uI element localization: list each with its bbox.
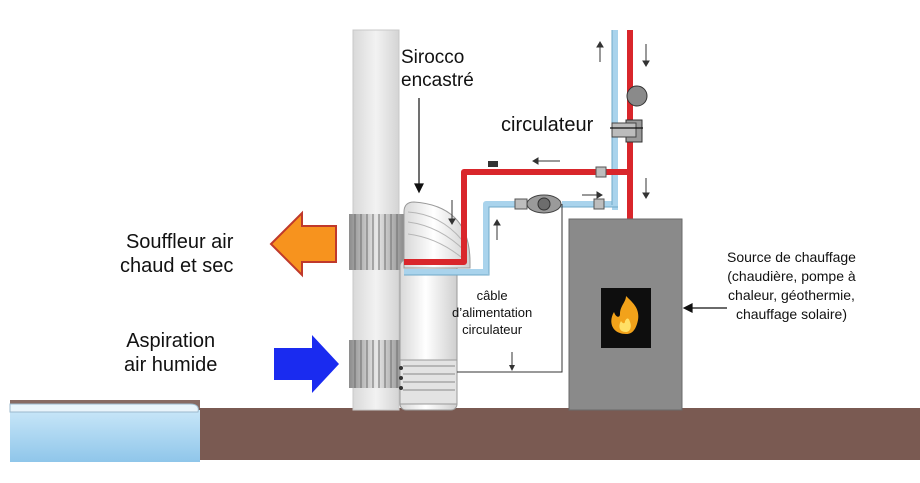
upper-grille <box>349 214 404 270</box>
label-cable-line3: circulateur <box>462 321 523 337</box>
label-source-line2: (chaudière, pompe à <box>727 267 856 284</box>
cold-pipe <box>404 30 618 275</box>
label-souffleur: Souffleur air chaud et sec <box>120 230 233 279</box>
label-sirocco: Sirocco encastré <box>401 46 474 92</box>
label-souffleur-line1: Souffleur air <box>125 231 234 253</box>
label-cable-line1: câble <box>476 288 508 303</box>
label-cable: câble d’alimentation circulateur <box>452 288 532 339</box>
ground-slab <box>198 408 920 460</box>
label-aspiration: Aspiration air humide <box>124 329 217 378</box>
hot-air-arrow <box>269 210 337 278</box>
label-cable-line2: d’alimentation <box>452 304 533 320</box>
label-circulateur: circulateur <box>501 114 594 136</box>
label-aspiration-line2: air humide <box>124 354 218 377</box>
circulator-pump-icon <box>514 194 605 214</box>
flame-icon <box>611 296 639 334</box>
label-souffleur-line2: chaud et sec <box>120 255 234 278</box>
label-source-line1: Source de chauffage <box>727 249 856 265</box>
humid-air-arrow <box>274 335 339 393</box>
vertical-circulator <box>611 85 648 143</box>
label-source-line3: chaleur, géothermie, <box>728 286 855 303</box>
label-aspiration-line1: Aspiration <box>126 330 216 352</box>
label-heat-source: Source de chauffage (chaudière, pompe à … <box>727 248 856 324</box>
label-sirocco-line1: Sirocco <box>401 47 465 68</box>
label-source-line4: chauffage solaire) <box>735 305 847 322</box>
pool-water <box>10 410 200 462</box>
label-sirocco-line2: encastré <box>401 70 474 92</box>
lower-grille <box>349 340 404 388</box>
power-cable <box>457 204 563 373</box>
